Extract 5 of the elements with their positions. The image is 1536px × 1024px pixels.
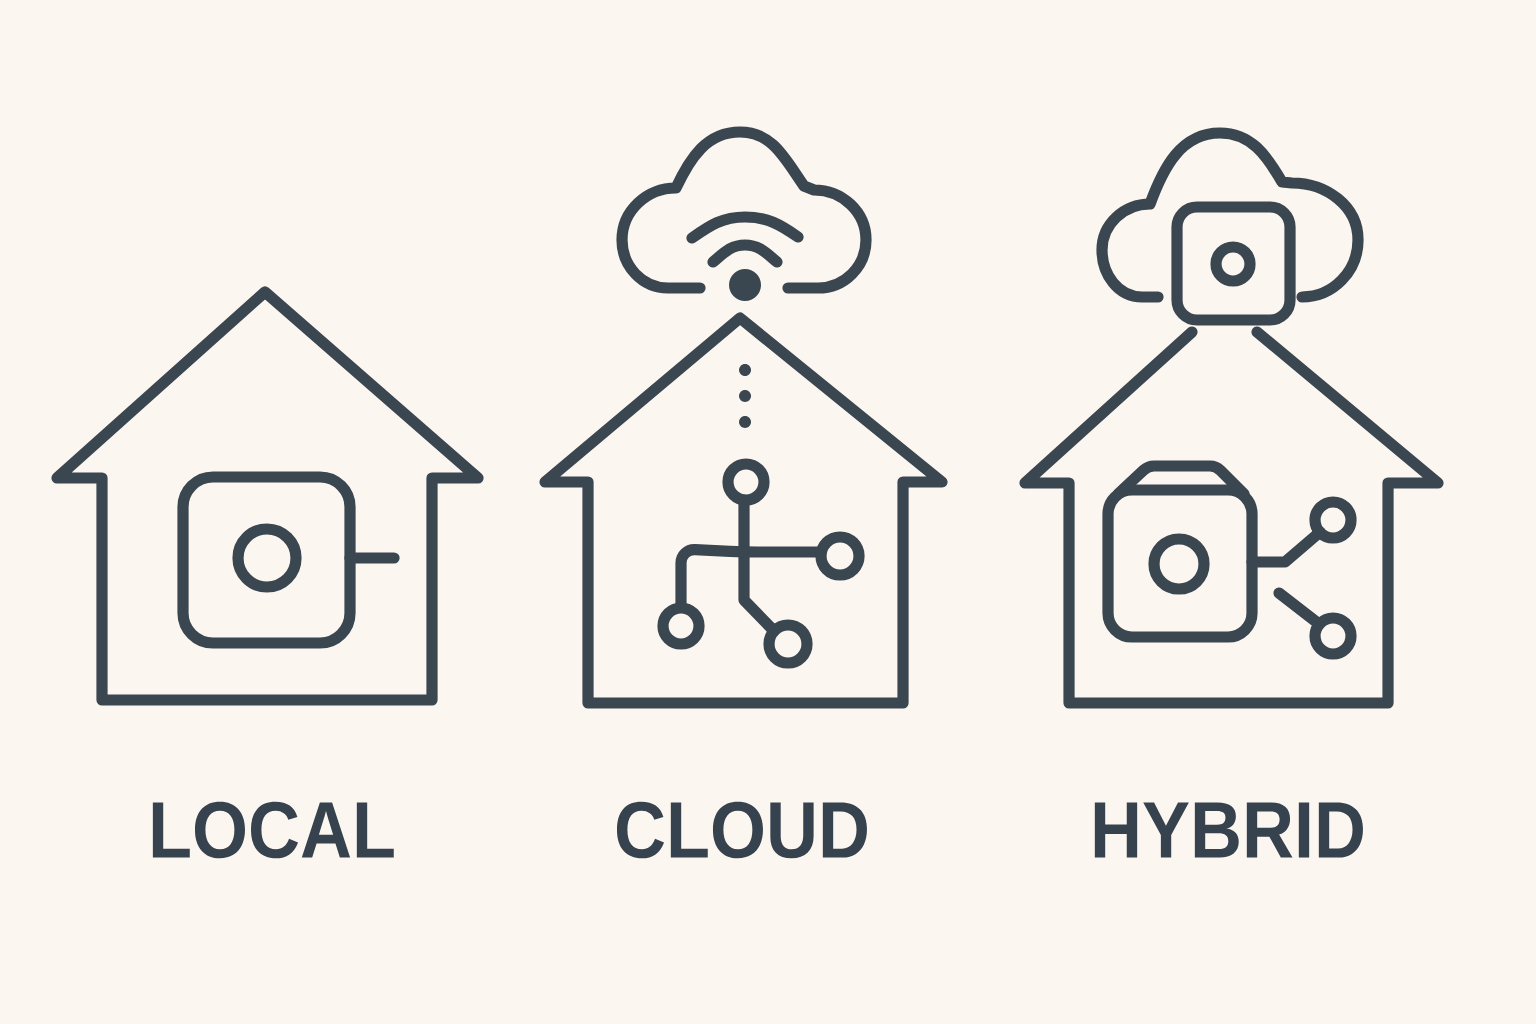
cloud-outline <box>616 126 872 294</box>
house-label: CLOUD <box>616 801 867 859</box>
house-label: LOCAL <box>152 801 394 859</box>
cloud-outline <box>1096 127 1364 303</box>
house-label: HYBRID <box>1094 802 1363 858</box>
